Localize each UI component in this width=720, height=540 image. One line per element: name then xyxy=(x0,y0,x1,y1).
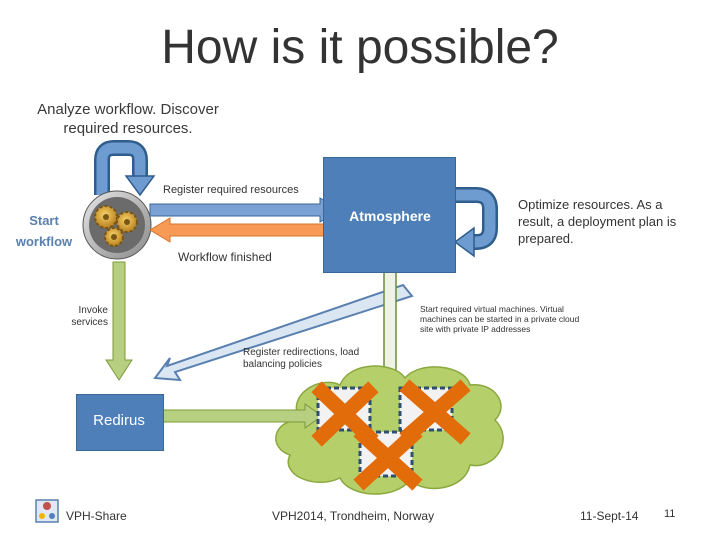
footer-venue: VPH2014, Trondheim, Norway xyxy=(272,509,435,523)
footer-brand: VPH-Share xyxy=(66,509,127,523)
slide-title: How is it possible? xyxy=(161,21,559,74)
redirus-box xyxy=(76,394,164,451)
gears-icon xyxy=(82,190,152,260)
cross-icon-2 xyxy=(399,379,471,445)
vph-share-logo-icon xyxy=(35,499,59,523)
start-workflow-label: Start workflow xyxy=(15,213,73,249)
slide-subtitle: Analyze workflow. Discover required reso… xyxy=(37,101,219,137)
invoke-services-label: Invoke services xyxy=(71,305,108,328)
workflow-finished-arrow xyxy=(149,217,341,243)
footer-date: 11-Sept-14 xyxy=(580,509,639,523)
register-redirections-arrow xyxy=(153,283,414,382)
cross-icon-1 xyxy=(311,381,379,447)
register-resources-label: Register required resources xyxy=(163,184,299,196)
atmosphere-box xyxy=(323,157,456,273)
cross-icon-3 xyxy=(353,425,423,491)
start-vms-label: Start required virtual machines. Virtual… xyxy=(420,304,580,334)
register-arrow xyxy=(149,197,341,223)
optimize-label: Optimize resources. As a result, a deplo… xyxy=(518,197,677,246)
right-cycle-arrow-icon xyxy=(453,187,498,258)
redirus-arrow xyxy=(161,403,323,429)
footer-page-number: 11 xyxy=(664,508,676,520)
left-cycle-arrow-icon xyxy=(94,140,156,197)
atmosphere-label: Atmosphere xyxy=(349,208,431,224)
invoke-services-arrow xyxy=(105,261,133,381)
register-redirections-label: Register redirections, load balancing po… xyxy=(243,347,360,370)
workflow-finished-label: Workflow finished xyxy=(178,250,272,264)
redirus-label: Redirus xyxy=(93,412,145,429)
